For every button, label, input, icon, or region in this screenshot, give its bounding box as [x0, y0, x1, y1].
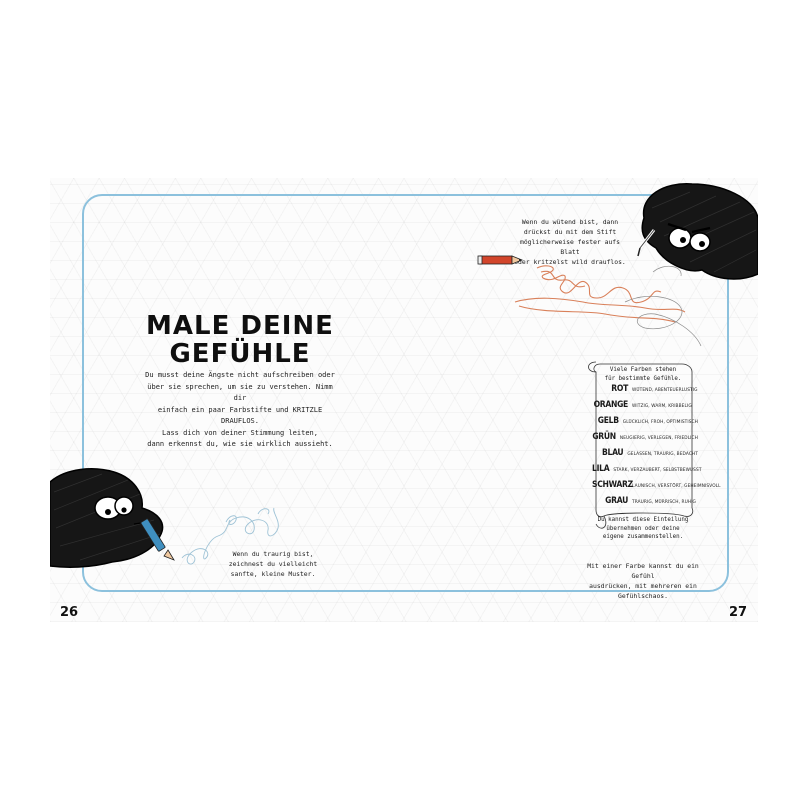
intro-line: über sie sprechen, um sie zu verstehen. … [147, 382, 333, 403]
color-desc: witzig, warm, kribbelig [632, 404, 692, 409]
intro-line: einfach ein paar Farbstifte und KRITZLE … [157, 405, 323, 426]
angry-note-line: Wenn du wütend bist, dann [521, 218, 619, 226]
sad-creature-illustration [50, 468, 175, 568]
sad-note-line: zeichnest du vielleicht [228, 560, 318, 568]
title-line-1: MALE DEINE [146, 311, 334, 341]
angry-scribble [514, 265, 702, 347]
scroll-outline [588, 361, 694, 529]
color-desc: traurig, mürrisch, ruhig [632, 500, 696, 505]
color-name: ROT [611, 384, 628, 394]
bottom-note-line: ausdrücken, mit mehreren ein [589, 582, 697, 590]
angry-note-line: oder kritzelst wild drauflos. [514, 258, 626, 266]
page-number-left: 26 [60, 605, 79, 620]
color-row-gelb: GELB glücklich, froh, optimistisch [592, 416, 698, 430]
bottom-note: Mit einer Farbe kannst du ein Gefühl aus… [578, 561, 708, 601]
sad-note-line: sanfte, kleine Muster. [230, 570, 316, 578]
color-desc: gelassen, traurig, bedacht [627, 452, 698, 457]
color-desc: stark, verzaubert, selbstbewusst [613, 468, 702, 473]
sad-scribble [181, 507, 279, 565]
page-title: MALE DEINE GEFÜHLE [140, 312, 340, 368]
angry-note-line: drückst du mit dem Stift [523, 228, 617, 236]
color-row-grau: GRAU traurig, mürrisch, ruhig [592, 496, 698, 510]
page-frame-border [82, 194, 729, 592]
color-desc: launisch, verstört, geheimnisvoll [632, 484, 721, 489]
intro-paragraph: Du musst deine Ängste nicht aufschreiben… [140, 370, 340, 451]
color-meanings-scroll: Viele Farben stehen für bestimmte Gefühl… [588, 360, 721, 550]
angry-note-line: möglicherweise fester aufs Blatt [519, 238, 621, 256]
color-name: ORANGE [593, 400, 629, 410]
title-line-2: GEFÜHLE [169, 339, 311, 369]
scroll-header: Viele Farben stehen für bestimmte Gefühl… [588, 366, 698, 383]
color-row-schwarz: SCHWARZ launisch, verstört, geheimnisvol… [592, 480, 721, 494]
sad-note: Wenn du traurig bist, zeichnest du viell… [228, 549, 318, 579]
scroll-header-line: für bestimmte Gefühle. [604, 375, 682, 382]
color-row-gruen: GRÜN neugierig, verlegen, friedlich [592, 432, 698, 446]
color-name: SCHWARZ [592, 480, 633, 490]
color-desc: glücklich, froh, optimistisch [622, 420, 698, 425]
color-desc: wütend, abenteuerlustig [632, 388, 698, 393]
page-number-right: 27 [729, 605, 748, 620]
book-spread [50, 178, 758, 622]
bottom-note-line: Mit einer Farbe kannst du ein Gefühl [587, 562, 699, 580]
color-row-lila: LILA stark, verzaubert, selbstbewusst [592, 464, 702, 478]
scroll-footer: Du kannst diese Einteilung übernehmen od… [588, 516, 698, 542]
intro-line: Lass dich von deiner Stimmung leiten, [162, 428, 318, 437]
scroll-footer-line: übernehmen oder deine [606, 525, 680, 532]
bottom-note-line: Gefühlschaos. [617, 592, 669, 600]
scroll-footer-line: eigene zusammenstellen. [602, 534, 684, 540]
scroll-header-line: Viele Farben stehen [609, 367, 677, 373]
color-row-rot: ROT wütend, abenteuerlustig [592, 384, 698, 398]
color-row-blau: BLAU gelassen, traurig, bedacht [592, 448, 698, 462]
color-name: LILA [592, 464, 610, 474]
red-pencil-icon [477, 255, 524, 265]
angry-creature-illustration [637, 183, 758, 280]
color-desc: neugierig, verlegen, friedlich [619, 436, 698, 441]
scroll-footer-line: Du kannst diese Einteilung [597, 517, 689, 523]
intro-line: Du musst deine Ängste nicht aufschreiben… [145, 371, 335, 379]
color-row-orange: ORANGE witzig, warm, kribbelig [592, 400, 698, 414]
color-name: GRAU [605, 496, 628, 506]
sad-note-line: Wenn du traurig bist, [232, 550, 314, 558]
color-name: BLAU [601, 448, 624, 458]
color-name: GRÜN [592, 432, 616, 442]
color-name: GELB [597, 416, 619, 426]
intro-line: dann erkennst du, wie sie wirklich aussi… [147, 440, 333, 448]
angry-note: Wenn du wütend bist, dann drückst du mit… [510, 217, 630, 267]
